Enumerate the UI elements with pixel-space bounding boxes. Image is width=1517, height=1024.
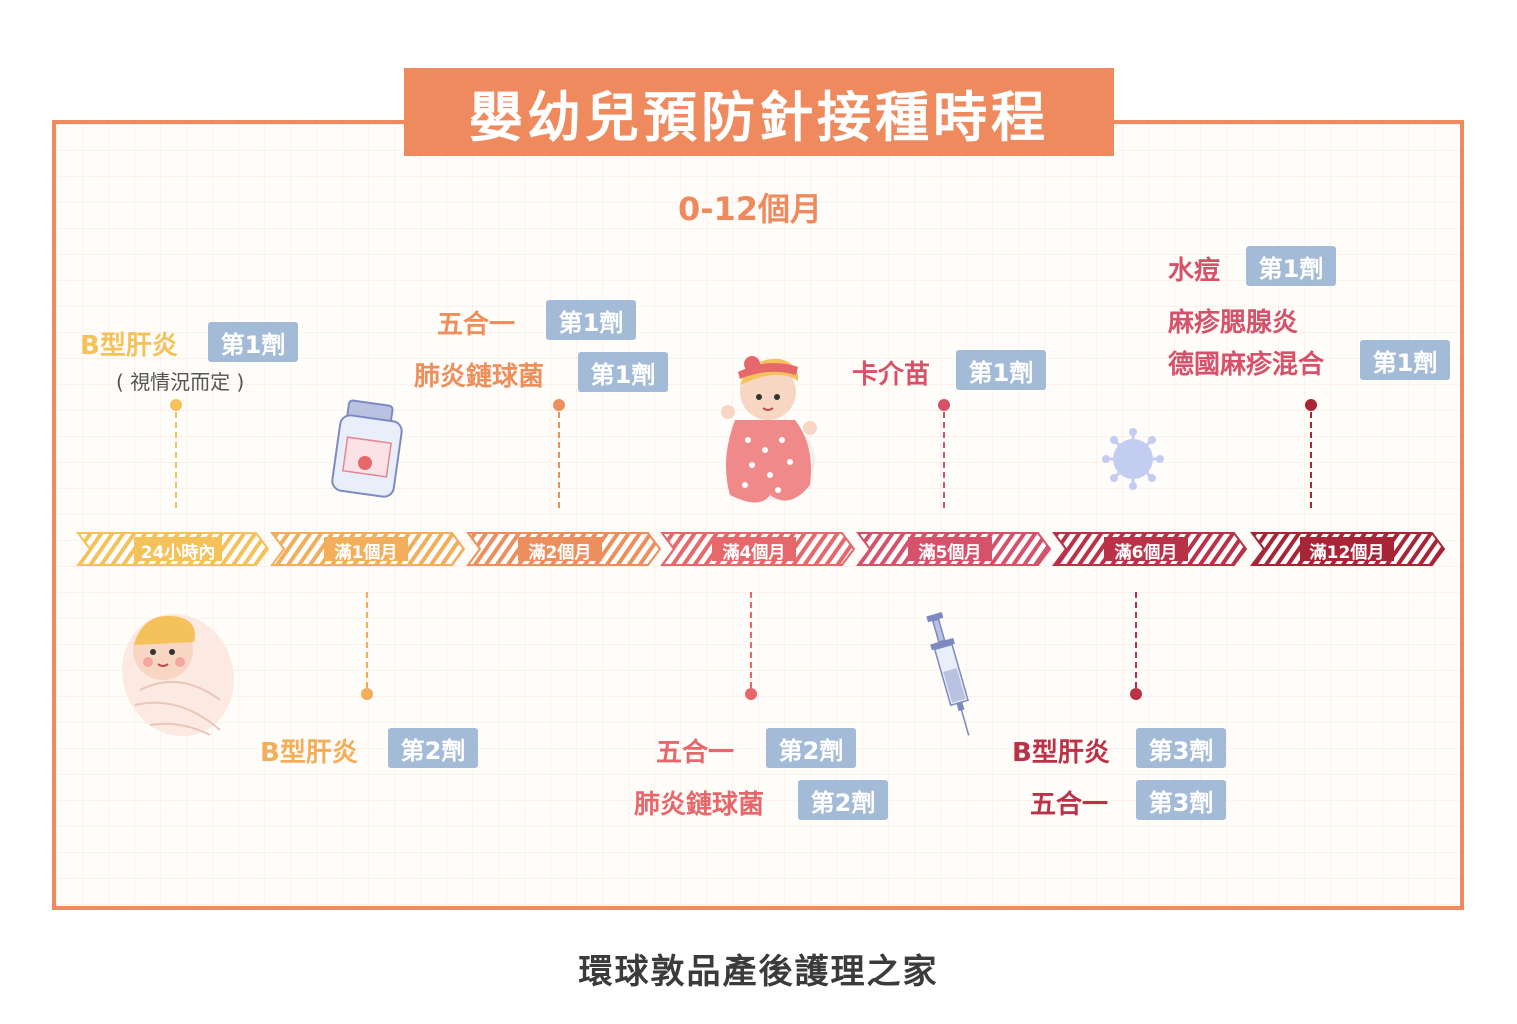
connector-dot-month1 <box>361 688 373 700</box>
vaccine-5in1-month2: 五合一 <box>437 310 516 340</box>
dose-badge-5in1-2: 第2劑 <box>766 728 856 768</box>
timeline-segment-4 <box>856 532 1052 566</box>
connector-dot-month6 <box>1130 688 1142 700</box>
timeline-segment-3 <box>660 532 856 566</box>
timeline-segment-1 <box>270 532 466 566</box>
dose-badge-5in1-1: 第1劑 <box>546 300 636 340</box>
vaccine-varicella-month12: 水痘 <box>1168 256 1221 286</box>
timeline-segment-0 <box>76 532 270 566</box>
connector-dot-month4 <box>745 688 757 700</box>
connector-line-month12 <box>1310 412 1312 508</box>
connector-line-month6 <box>1135 592 1137 688</box>
vaccine-bcg-month5: 卡介苗 <box>852 360 931 390</box>
dose-badge-mmr-1: 第1劑 <box>1360 340 1450 380</box>
dose-badge-pcv-1: 第1劑 <box>578 352 668 392</box>
connector-line-month5 <box>943 412 945 508</box>
timeline-segment-6 <box>1250 532 1446 566</box>
vaccine-mmr-month12-line2: 德國麻疹混合 <box>1168 350 1325 380</box>
connector-dot-birth <box>170 399 182 411</box>
connector-line-birth <box>175 412 177 508</box>
connector-line-month2 <box>558 412 560 508</box>
timeline-label-month6: 滿6個月 <box>1114 542 1178 563</box>
baby-girl-icon <box>721 356 817 503</box>
medicine-bottle-icon <box>331 399 403 498</box>
timeline-segment-2 <box>466 532 662 566</box>
connector-dot-month2 <box>553 399 565 411</box>
dose-badge-pcv-2: 第2劑 <box>798 780 888 820</box>
age-range-subtitle: 0-12個月 <box>677 190 823 228</box>
timeline-label-birth: 24小時內 <box>140 542 216 563</box>
syringe-icon <box>926 612 970 736</box>
footer-brand: 環球敦品產後護理之家 <box>578 952 939 992</box>
note-conditional: ( 視情況而定 ) <box>116 370 245 394</box>
virus-icon <box>1102 428 1164 490</box>
connector-dot-month12 <box>1305 399 1317 411</box>
timeline-segment-5 <box>1052 532 1248 566</box>
baby-wrapped-icon <box>122 613 234 737</box>
vaccine-hepb-month6: B型肝炎 <box>1012 738 1110 768</box>
vaccine-5in1-month4: 五合一 <box>656 738 735 768</box>
connector-line-month4 <box>750 592 752 688</box>
vaccine-pcv-month2: 肺炎鏈球菌 <box>414 362 545 392</box>
dose-badge-hepb-1: 第1劑 <box>208 322 298 362</box>
schedule-frame <box>52 120 1464 910</box>
dose-badge-hepb-3: 第3劑 <box>1136 728 1226 768</box>
timeline-label-month5: 滿5個月 <box>918 542 982 563</box>
vaccine-hepb-month1: B型肝炎 <box>260 738 358 768</box>
connector-dot-month5 <box>938 399 950 411</box>
vaccine-mmr-month12-line1: 麻疹腮腺炎 <box>1168 308 1299 338</box>
page-title: 嬰幼兒預防針接種時程 <box>404 68 1114 156</box>
timeline-label-month4: 滿4個月 <box>722 542 786 563</box>
timeline-label-month12: 滿12個月 <box>1309 542 1385 563</box>
dose-badge-5in1-3: 第3劑 <box>1136 780 1226 820</box>
timeline-label-month1: 滿1個月 <box>334 542 398 563</box>
vaccine-5in1-month6: 五合一 <box>1030 790 1109 820</box>
vaccine-hepb-birth: B型肝炎 <box>80 331 178 361</box>
dose-badge-hepb-2: 第2劑 <box>388 728 478 768</box>
dose-badge-varicella-1: 第1劑 <box>1246 246 1336 286</box>
vaccine-pcv-month4: 肺炎鏈球菌 <box>634 790 765 820</box>
connector-line-month1 <box>366 592 368 688</box>
dose-badge-bcg-1: 第1劑 <box>956 350 1046 390</box>
timeline-label-month2: 滿2個月 <box>528 542 592 563</box>
